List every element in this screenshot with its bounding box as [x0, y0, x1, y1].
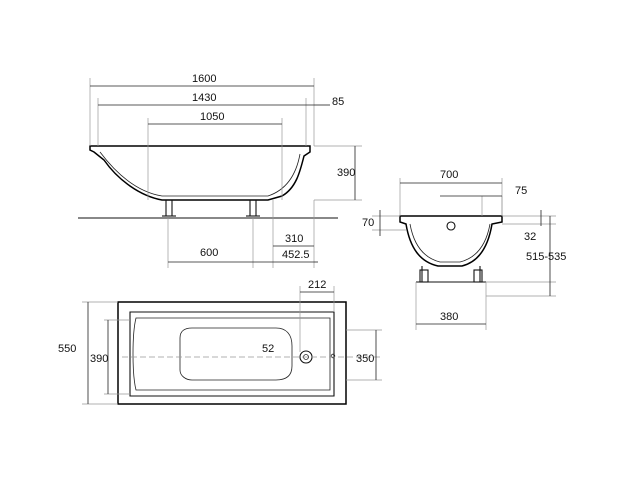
dim-flat-bottom: 1050 — [200, 111, 224, 123]
dim-end-drain-offset: 75 — [515, 185, 527, 197]
dim-end-height-range: 515-535 — [526, 251, 566, 263]
side-view: 1600 1430 85 1050 390 600 310 452.5 — [78, 73, 362, 268]
dim-end-width: 700 — [440, 169, 458, 181]
dim-top-inner-width: 390 — [90, 353, 108, 365]
dim-leg-offset-total: 452.5 — [282, 249, 310, 261]
dim-rim-offset: 85 — [332, 96, 344, 108]
top-view: 212 550 390 350 52 — [58, 279, 382, 405]
dim-end-rim-thickness: 70 — [362, 217, 374, 229]
dim-top-drain-diameter: 52 — [262, 343, 274, 355]
dim-top-drain-offset: 212 — [308, 279, 326, 291]
dim-top-bottom-width: 350 — [356, 353, 374, 365]
end-view: 700 75 70 32 515-535 380 — [362, 169, 566, 330]
dim-leg-spacing: 600 — [200, 247, 218, 259]
dim-top-overall-width: 550 — [58, 343, 76, 355]
dim-end-rim-drop: 32 — [524, 231, 536, 243]
dim-inner-length: 1430 — [192, 92, 216, 104]
dim-leg-offset: 310 — [285, 233, 303, 245]
dim-end-leg-width: 380 — [440, 311, 458, 323]
dim-overall-length: 1600 — [192, 73, 216, 85]
dim-height: 390 — [337, 167, 355, 179]
